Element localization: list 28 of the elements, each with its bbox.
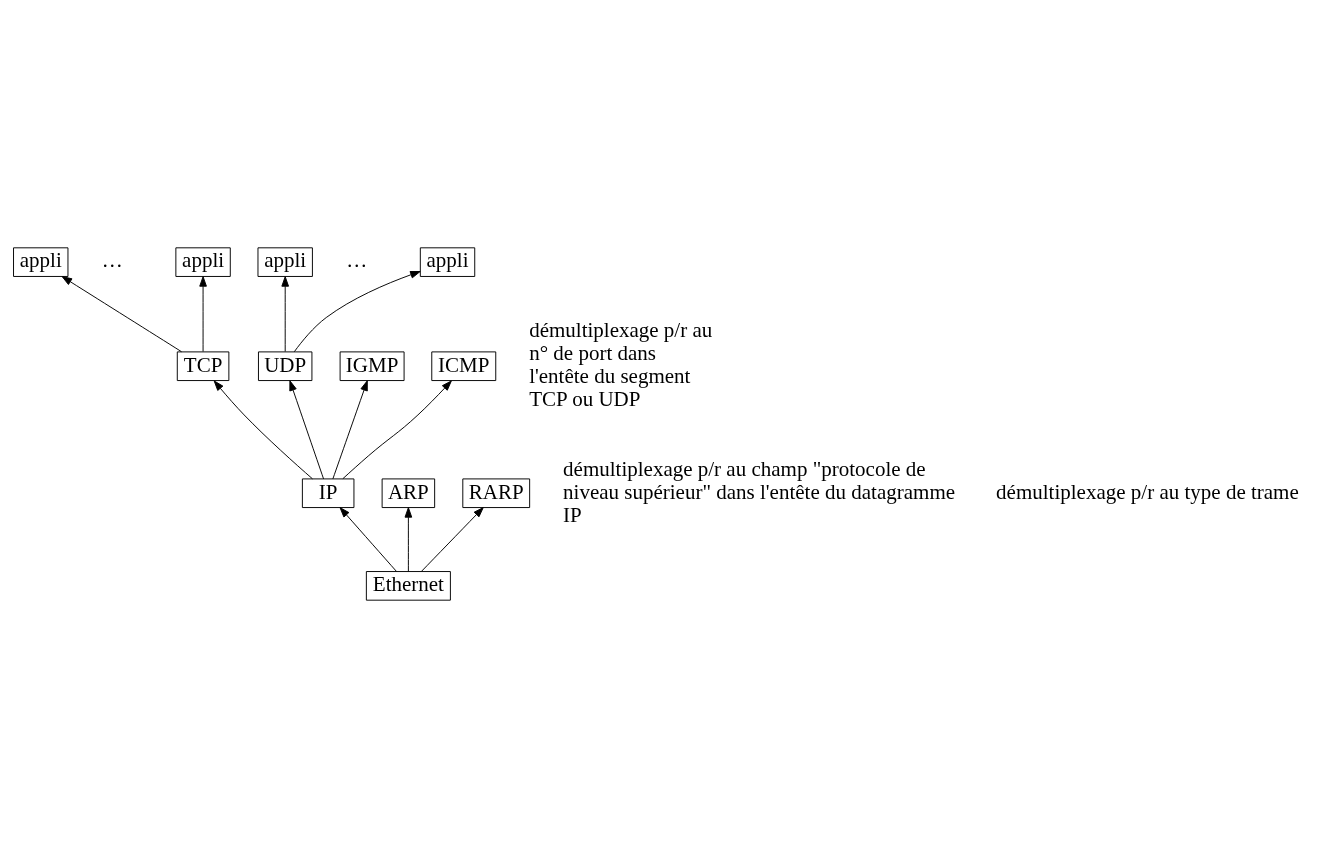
arrow [332,379,368,479]
arrow [293,270,421,352]
label: … [346,247,368,272]
node-box: RARP [462,477,531,508]
node-box: TCP [176,350,230,381]
arrow [281,275,289,352]
label: démultiplexage p/r au type de trame [996,479,1299,504]
arrow [339,506,398,572]
node-box: ARP [381,477,436,508]
arrow [61,275,182,352]
arrow [420,506,484,572]
node-box: Ethernet [365,570,451,601]
arrow [213,379,313,479]
label: démultiplexage p/r au champ "protocole de niveau supérieur" dans l'entête du datagramme IP [563,456,956,526]
node-box: ICMP [431,350,497,381]
arrow [342,380,452,479]
node-box: UDP [258,350,313,381]
node-box: appli [419,246,476,277]
node-box: appli [257,246,313,277]
node-box: IGMP [339,350,405,381]
arrow [404,506,413,572]
label: démultiplexage p/r au n° de port dans l'entête du segment TCP ou UDP [529,317,713,411]
node-box: appli [13,246,69,277]
arrow [199,275,207,352]
node-box: appli [175,246,231,277]
label: … [101,247,123,272]
node-box: IP [301,477,355,508]
arrow [289,379,325,479]
